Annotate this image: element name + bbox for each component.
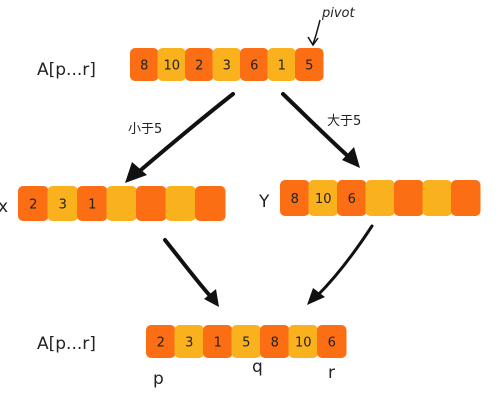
bottom-cell-1 [174,325,204,358]
label-pivot: pivot [321,6,356,21]
label-x: x [0,197,8,217]
top-cell-0-value: 8 [140,59,148,74]
marker-r: r [328,363,335,383]
top-cell-2 [185,48,214,81]
arrow-x-to-bottom [163,238,214,300]
top-cell-3-value: 3 [223,59,231,74]
top-cell-1 [157,48,186,81]
y-cell-6 [451,180,481,216]
x-cell-0 [18,186,49,221]
top-cell-6 [295,48,324,81]
bottom-cell-3 [231,325,261,358]
x-cell-2 [77,186,108,221]
label-y: Y [258,192,270,212]
bottom-cell-5-value: 10 [295,336,312,351]
x-cell-1 [47,186,78,221]
bottom-cell-5 [288,325,318,358]
y-cell-5 [422,180,452,216]
bottom-cell-1-value: 3 [185,336,193,351]
y-cell-4 [394,180,424,216]
x-cell-1-value: 3 [59,198,67,213]
marker-q: q [252,357,263,377]
x-cell-4 [136,186,167,221]
y-cell-0-value: 8 [291,192,299,207]
label-less-than: 小于5 [128,122,162,137]
y-cell-1 [308,180,338,216]
label-greater-than: 大于5 [327,114,361,129]
top-cell-5-value: 1 [278,59,286,74]
bottom-cell-3-value: 5 [242,336,250,351]
arrow-to-x [133,92,235,177]
arrowhead-to-x [125,162,147,183]
y-cell-1-value: 10 [315,192,332,207]
array-x: 2 3 1 [18,186,226,221]
label-array-bottom: A[p...r] [37,334,96,354]
pivot-arrow [312,19,321,45]
array-top: 8 10 2 3 6 1 5 [130,48,324,81]
x-cell-5 [165,186,196,221]
marker-p: p [153,369,164,389]
y-cell-0 [280,180,310,216]
top-cell-2-value: 2 [195,59,203,74]
array-bottom: 2 3 1 5 8 10 6 [146,325,347,358]
y-cell-3 [365,180,395,216]
label-array-top: A[p...r] [37,60,96,80]
x-cell-3 [106,186,137,221]
bottom-cell-2-value: 1 [214,336,222,351]
bottom-cell-6-value: 6 [328,336,336,351]
bottom-cell-4-value: 8 [271,336,279,351]
arrow-y-to-bottom [315,224,374,298]
bottom-cell-4 [260,325,290,358]
top-cell-3 [212,48,241,81]
x-cell-0-value: 2 [29,198,37,213]
x-cell-6 [195,186,226,221]
x-cell-2-value: 1 [88,198,96,213]
top-cell-6-value: 5 [305,59,313,74]
top-cell-0 [130,48,159,81]
y-cell-2 [337,180,367,216]
bottom-cell-2 [203,325,233,358]
arrow-to-y [281,92,352,160]
bottom-cell-0-value: 2 [157,336,165,351]
top-cell-4-value: 6 [250,59,258,74]
pivot-arrowhead [307,36,319,47]
top-cell-5 [267,48,296,81]
array-y: 8 10 6 [280,180,481,216]
y-cell-2-value: 6 [348,192,356,207]
arrowhead-y-to-bottom [307,288,325,305]
bottom-cell-6 [317,325,347,358]
bottom-cell-0 [146,325,176,358]
top-cell-1-value: 10 [163,59,180,74]
top-cell-4 [240,48,269,81]
arrowhead-x-to-bottom [204,289,219,307]
arrowhead-to-y [342,147,360,168]
